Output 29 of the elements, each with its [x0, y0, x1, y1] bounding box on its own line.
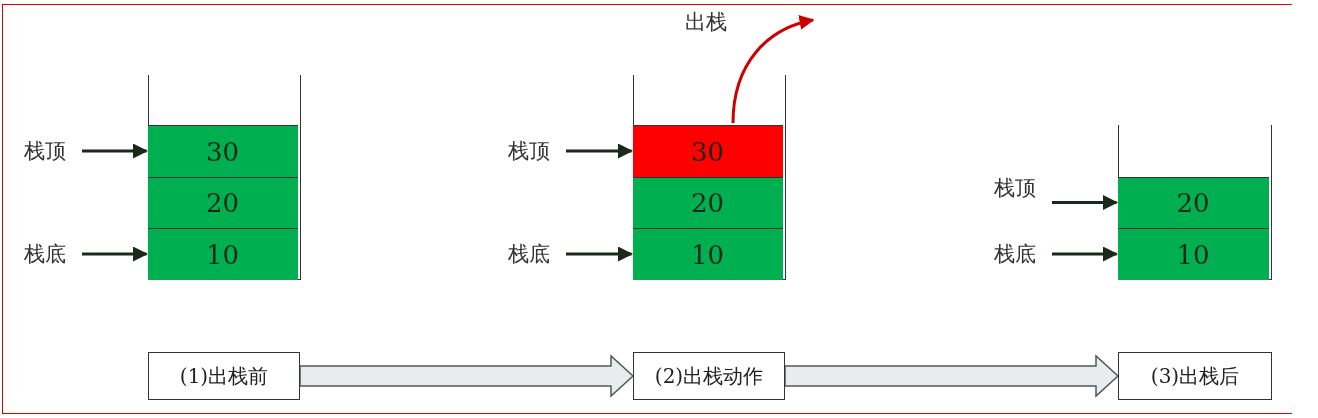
- caption-box: (2)出栈动作: [633, 352, 785, 400]
- arrow: [566, 246, 633, 262]
- arrow: [566, 143, 633, 159]
- arrow: [1052, 195, 1118, 210]
- stack-cell: 30: [147, 125, 298, 177]
- arrow: [731, 15, 815, 124]
- arrow: [82, 143, 148, 159]
- stack-cell: 20: [632, 177, 783, 228]
- stack-cell: 10: [632, 228, 783, 280]
- caption-box: (3)出栈后: [1118, 352, 1272, 400]
- stack-cell: 10: [147, 228, 298, 280]
- pointer-label: 栈底: [24, 238, 80, 270]
- stack-cell: 20: [147, 177, 298, 228]
- pointer-label: 栈顶: [508, 135, 564, 167]
- arrow: [82, 246, 148, 262]
- pointer-label: 栈顶: [994, 172, 1050, 204]
- stack-cell: 30: [632, 125, 783, 177]
- pointer-label: 栈底: [994, 238, 1050, 270]
- stack-cell: 10: [1117, 228, 1269, 280]
- stack-container: [1118, 125, 1272, 280]
- block-arrow: [784, 354, 1120, 398]
- caption-box: (1)出栈前: [148, 352, 300, 400]
- arrow: [1052, 246, 1118, 262]
- pointer-label: 栈底: [508, 238, 564, 270]
- stack-cell: 20: [1117, 177, 1269, 228]
- stack-container: [633, 75, 786, 280]
- block-arrow: [299, 354, 635, 398]
- pointer-label: 栈顶: [24, 135, 80, 167]
- stack-container: [148, 75, 301, 280]
